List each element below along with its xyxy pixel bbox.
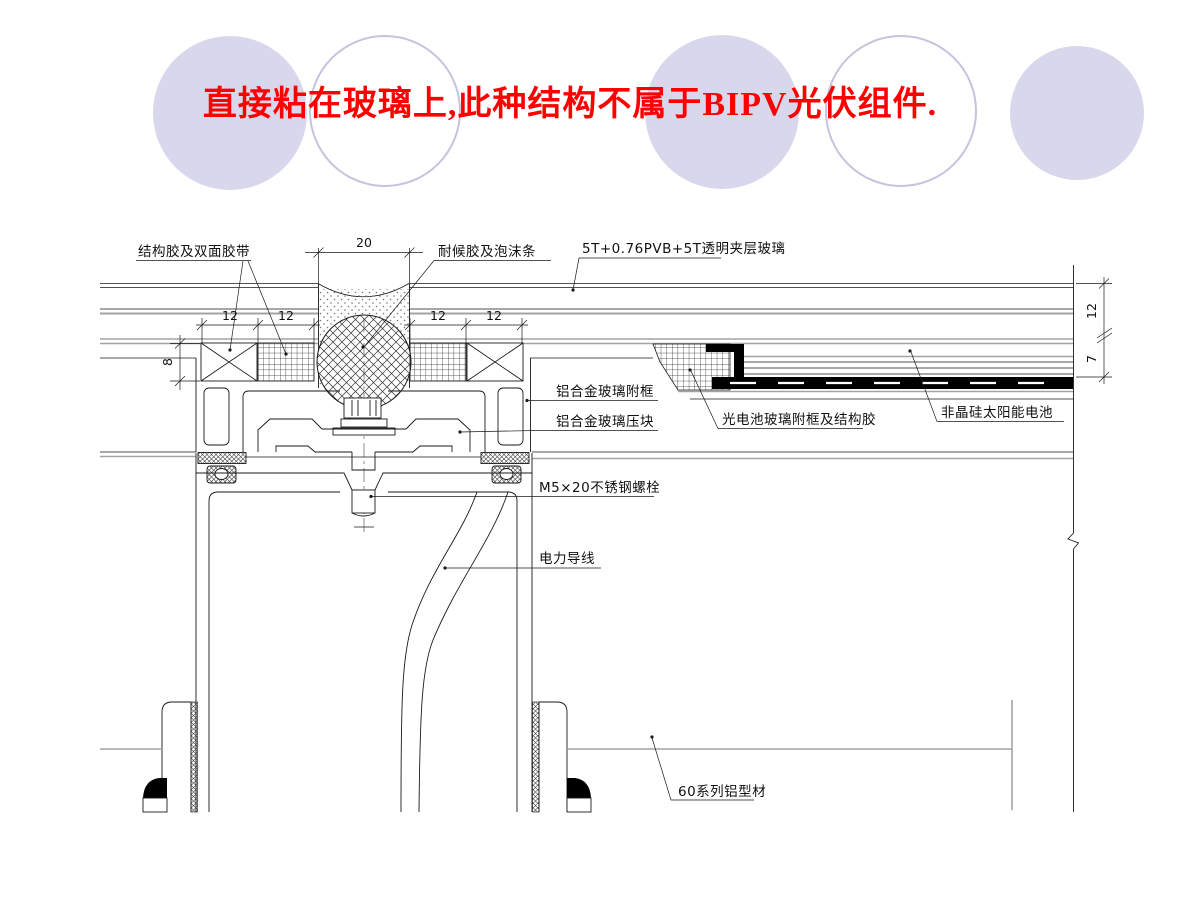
label-weather-seal: 耐候胶及泡沫条 [438, 243, 536, 260]
gasket-strip [480, 452, 530, 464]
dim-joint-width: 20 [356, 235, 372, 250]
dim-tape-b: 12 [278, 308, 294, 323]
rivet [206, 465, 237, 484]
label-profile60: 60系列铝型材 [678, 784, 766, 800]
decor-circles [153, 35, 1144, 190]
label-structural-tape: 结构胶及双面胶带 [138, 243, 250, 260]
silicone-x-box [200, 342, 258, 382]
dim-pv-right: 7 [1084, 355, 1099, 363]
label-pressure-block: 铝合金玻璃压块 [556, 413, 654, 430]
callout-labels: 结构胶及双面胶带 耐候胶及泡沫条 5T+0.76PVB+5T透明夹层玻璃 铝合金… [138, 240, 1053, 800]
silicone-x-box [466, 342, 524, 382]
label-pv-frame: 光电池玻璃附框及结构胶 [722, 411, 876, 428]
label-bolt: M5×20不锈钢螺栓 [539, 480, 660, 496]
slide-title: 直接粘在玻璃上,此种结构不属于BIPV光伏组件. [202, 86, 938, 123]
tape-grid-box [257, 342, 315, 382]
decor-circle-filled [645, 35, 799, 189]
label-wire: 电力导线 [539, 551, 595, 567]
pv-panel [652, 343, 1073, 400]
dim-glass-right: 12 [1084, 303, 1099, 319]
decor-circle-filled [153, 36, 307, 190]
dim-tape-c: 12 [430, 308, 446, 323]
bolt-head [332, 397, 396, 436]
label-sub-frame: 铝合金玻璃附框 [556, 383, 654, 400]
decor-circle-filled [1010, 46, 1144, 180]
mullion-profile [195, 452, 533, 813]
dim-seal-height: 8 [160, 358, 175, 366]
decor-circle-outline [825, 35, 977, 187]
dimensions [170, 247, 1113, 390]
gasket-strip [197, 452, 247, 464]
dim-tape-d: 12 [486, 308, 502, 323]
dimension-texts: 20 12 12 12 12 8 12 7 [160, 235, 1099, 366]
label-solar-cell: 非晶硅太阳能电池 [941, 405, 1053, 421]
dim-tape-a: 12 [222, 308, 238, 323]
power-wire [400, 491, 478, 813]
power-wire [418, 491, 509, 813]
rivet [491, 465, 522, 484]
label-laminated-glass: 5T+0.76PVB+5T透明夹层玻璃 [582, 240, 786, 257]
tape-grid-box [409, 342, 467, 382]
bottom-clamps [100, 265, 1080, 813]
decor-circle-outline [309, 35, 461, 187]
leader-lines [136, 257, 1064, 801]
